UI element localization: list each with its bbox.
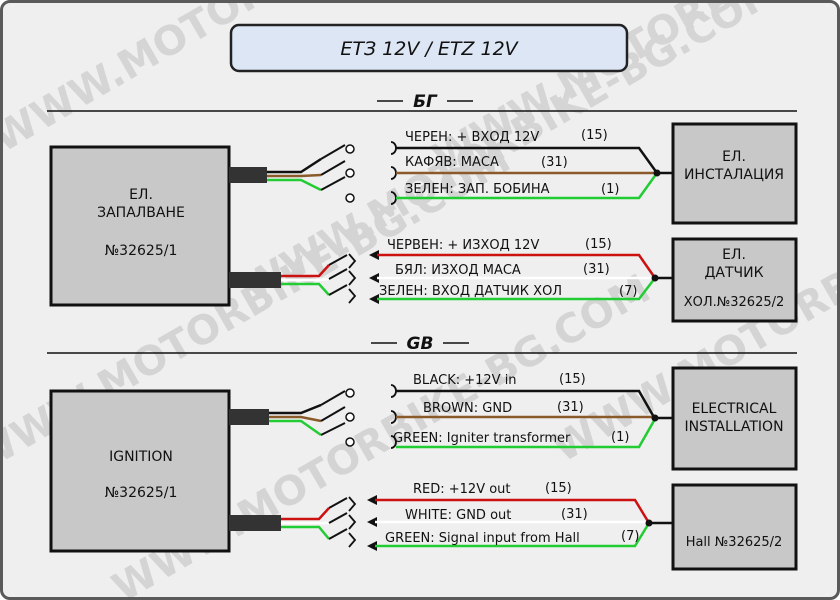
bg-connector-top	[229, 167, 267, 183]
bg-wire-bottom-1-label: ЧЕРВЕН: + ИЗХОД 12V	[387, 238, 539, 253]
gb-wire-top-3-label: GREEN: Igniter transformer	[393, 431, 571, 446]
bg-wire-top-2-code: (31)	[541, 155, 568, 170]
bg-wire-bottom-3-label: ЗЕЛЕН: ВХОД ДАТЧИК ХОЛ	[379, 284, 562, 299]
bg-wire-bottom-1-code: (15)	[585, 237, 612, 252]
gb-section-heading: GB	[407, 334, 434, 354]
gb-installation-box	[671, 366, 798, 471]
gb-wire-top-3-code: (1)	[611, 430, 629, 445]
gb-wire-bottom-2-label: WHITE: GND out	[405, 508, 511, 523]
gb-wire-top-2-code: (31)	[557, 400, 584, 415]
bg-wire-top-3-label: ЗЕЛЕН: ЗАП. БОБИНА	[405, 182, 550, 197]
gb-wire-bottom-2-code: (31)	[561, 507, 588, 522]
gb-wire-top-2-label: BROWN: GND	[423, 401, 512, 416]
bg-wire-top-1-code: (15)	[581, 128, 608, 143]
bg-wire-top-1-label: ЧЕРЕН: + ВХОД 12V	[405, 130, 539, 145]
bg-section-heading: БГ	[413, 92, 438, 112]
gb-sensor-box	[671, 483, 798, 571]
diagram-title: ETЗ 12V / ETZ 12V	[340, 38, 519, 60]
gb-ignition-box	[49, 389, 231, 553]
bg-ignition-line2: ЗАПАЛВАНЕ	[97, 205, 185, 221]
wiring-diagram: WWW.MOTORBIKE-BG.COM WWW.MOTORBIKE-BG.CO…	[3, 3, 837, 597]
gb-connector-top	[229, 409, 269, 425]
bg-ignition-box	[49, 145, 231, 307]
bg-ignition-line1: ЕЛ.	[129, 187, 153, 203]
bg-wire-bottom-2-code: (31)	[583, 262, 610, 277]
gb-connector-bottom	[229, 515, 281, 531]
gb-sensor-line1: Hall №32625/2	[686, 535, 783, 550]
bg-sensor-line2: ДАТЧИК	[704, 265, 763, 281]
bg-wire-bottom-2-label: БЯЛ: ИЗХОД МАСА	[395, 263, 521, 278]
bg-wire-bottom-3-code: (7)	[619, 284, 637, 299]
bg-installation-line1: ЕЛ.	[722, 149, 746, 165]
bg-connector-bottom	[229, 272, 281, 288]
gb-installation-line2: INSTALLATION	[684, 419, 783, 435]
bg-installation-box	[671, 122, 798, 225]
bg-installation-line2: ИНСТАЛАЦИЯ	[684, 167, 784, 183]
bg-sensor-line3: ХОЛ.№32625/2	[684, 295, 785, 310]
gb-wire-top-1-code: (15)	[559, 372, 586, 387]
bg-sensor-box	[671, 237, 798, 323]
title-box	[229, 23, 629, 73]
gb-wire-top-1-label: BLACK: +12V in	[413, 373, 517, 388]
gb-wire-bottom-1-label: RED: +12V out	[413, 482, 511, 497]
bg-wire-top-3-code: (1)	[601, 182, 619, 197]
bg-wire-top-2-label: КАФЯВ: МАСА	[405, 155, 499, 170]
gb-installation-line1: ELECTRICAL	[692, 401, 777, 417]
gb-wire-bottom-1-code: (15)	[545, 481, 572, 496]
gb-ignition-line2: №32625/1	[105, 485, 178, 501]
bg-sensor-line1: ЕЛ.	[722, 247, 746, 263]
gb-wire-bottom-3-label: GREEN: Signal input from Hall	[385, 531, 580, 546]
gb-wire-bottom-3-code: (7)	[621, 529, 639, 544]
bg-ignition-line3: №32625/1	[105, 243, 178, 259]
gb-ignition-line1: IGNITION	[109, 449, 173, 465]
